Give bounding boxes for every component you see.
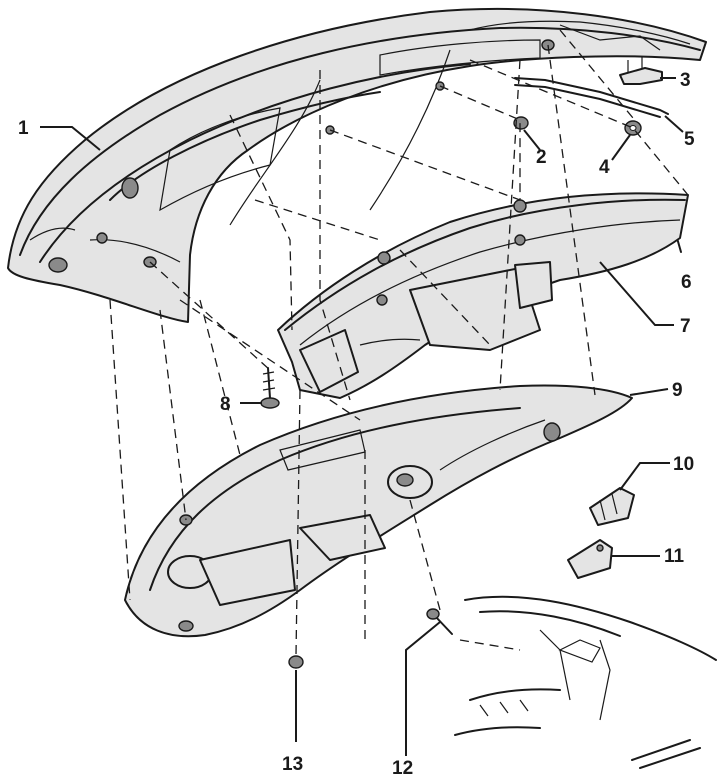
callout-6: 6	[681, 272, 692, 293]
callout-4: 4	[599, 157, 610, 178]
callout-labels: 1 2 3 4 5 6 7 8 9 10 11 12 13	[18, 70, 695, 779]
part-10-clip	[589, 487, 635, 526]
part-7-duct	[277, 192, 689, 399]
callout-1: 1	[18, 118, 29, 139]
assembly-dashed-lines	[109, 29, 689, 656]
callout-8: 8	[220, 394, 231, 415]
part-3-bracket	[619, 56, 663, 85]
part-13-clip	[288, 655, 304, 669]
leader-lines	[40, 77, 684, 756]
callout-10: 10	[673, 454, 694, 475]
vehicle-body-fragment	[454, 595, 717, 769]
part-2-nut	[513, 116, 529, 130]
part-8-screw	[260, 367, 280, 409]
part-12-screw	[426, 608, 453, 635]
part-9-lower-panel	[124, 384, 633, 638]
callout-2: 2	[536, 147, 547, 168]
callout-5: 5	[684, 129, 695, 150]
part-5-strip	[514, 77, 669, 118]
callout-7: 7	[680, 316, 691, 337]
part-4-nut	[624, 120, 642, 136]
callout-3: 3	[680, 70, 691, 91]
part-11-bracket	[567, 539, 613, 579]
callout-11: 11	[664, 546, 685, 567]
callout-13: 13	[282, 754, 303, 775]
callout-12: 12	[392, 758, 413, 779]
callout-9: 9	[672, 380, 683, 401]
